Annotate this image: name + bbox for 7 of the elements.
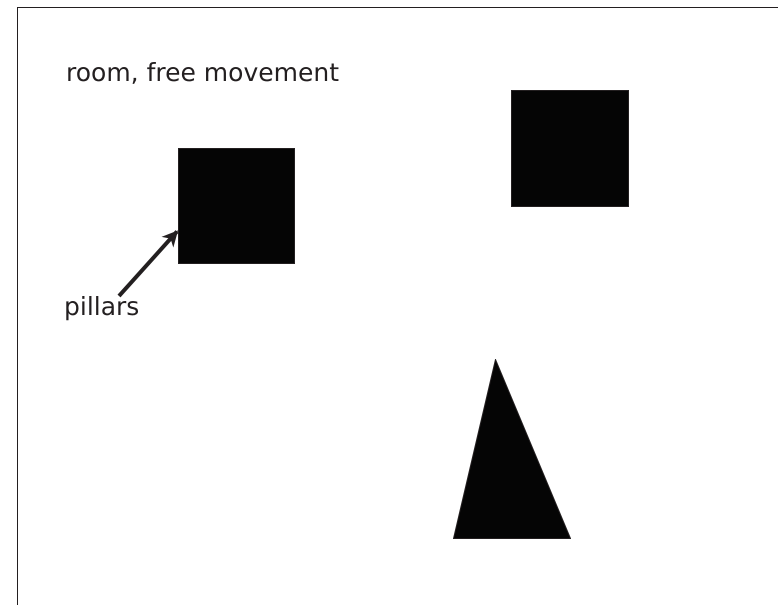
room-outline <box>17 7 778 605</box>
square-pillar <box>178 148 295 264</box>
arrow <box>118 230 178 298</box>
pillar-label: pillars <box>64 294 140 319</box>
room-label: room, free movement <box>66 60 340 85</box>
square-pillar <box>511 90 629 207</box>
triangular-pillar <box>453 359 571 539</box>
